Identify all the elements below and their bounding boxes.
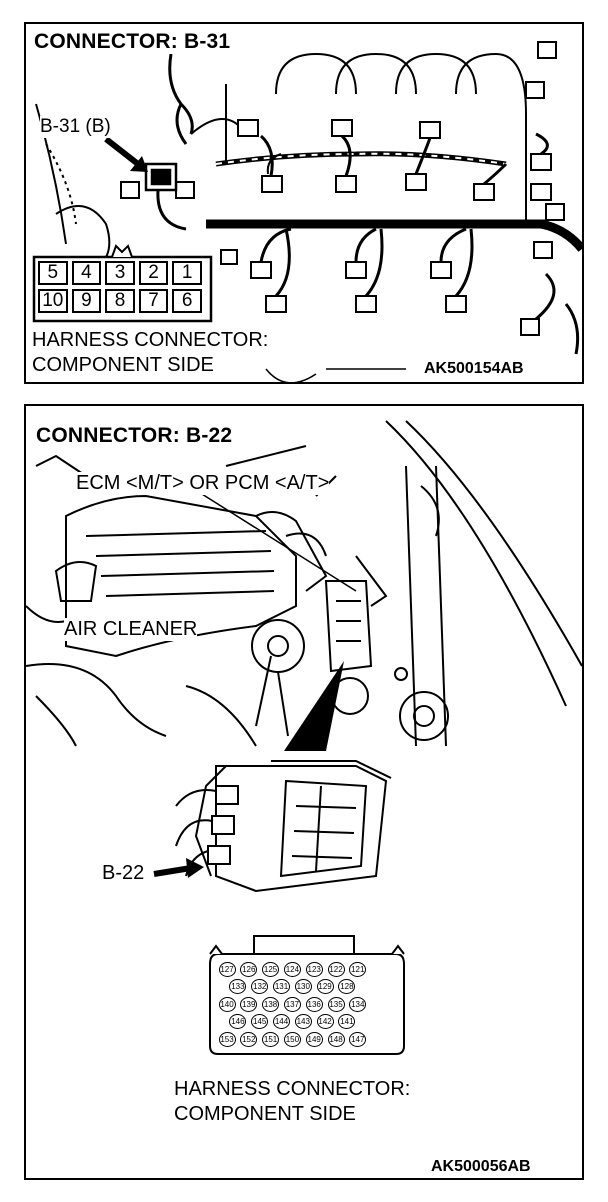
pin-cell: 137 [283,996,301,1012]
pin-cell: 133 [229,979,247,994]
pin-cell: 128 [338,979,356,994]
pin-cell: 153 [218,1031,236,1047]
pin-cell: 150 [283,1031,301,1047]
pin-cell: 3 [105,261,135,285]
pin-cell: 148 [327,1031,345,1047]
pin-cell: 9 [71,289,102,313]
air-cleaner-label: AIR CLEANER [64,618,198,641]
figure-code: AK500056AB [431,1158,531,1176]
pin-cell: 124 [283,961,301,977]
pin-cell: 136 [305,996,323,1012]
connector-callout-b31: B-31 (B) [40,116,111,138]
caption-line1: HARNESS CONNECTOR: [32,329,269,352]
figure-code: AK500154AB [424,360,524,378]
pin-cell: 144 [273,1014,290,1029]
pin-cell: 127 [218,961,236,977]
pin-cell: 146 [229,1014,247,1029]
caption-line1: HARNESS CONNECTOR: [174,1078,411,1101]
connector-b22-panel: CONNECTOR: B-22 ECM <M/T> OR PCM <A/T> A… [24,404,584,1180]
panel-title: CONNECTOR: B-31 [34,30,231,54]
pin-cell: 138 [262,996,280,1012]
pin-cell: 1 [172,261,202,285]
pin-cell: 134 [349,996,367,1012]
pin-cell: 151 [262,1031,280,1047]
pin-cell: 139 [240,996,258,1012]
pin-cell: 145 [251,1014,269,1029]
pin-cell: 121 [349,961,367,977]
pin-cell: 143 [294,1014,312,1029]
pin-cell: 4 [71,261,102,285]
caption-line2: COMPONENT SIDE [32,354,214,377]
pin-cell: 142 [316,1014,334,1029]
pin-cell: 141 [338,1014,356,1029]
pin-cell: 5 [38,261,68,285]
pin-cell: 140 [218,996,236,1012]
connector-callout-b22: B-22 [102,862,145,885]
pin-cell: 2 [138,261,169,285]
pin-cell: 135 [327,996,345,1012]
pin-cell: 131 [273,979,290,994]
pin-cell: 6 [172,289,202,313]
caption-line2: COMPONENT SIDE [174,1103,356,1126]
panel-title: CONNECTOR: B-22 [36,424,233,448]
pin-cell: 147 [349,1031,367,1047]
pin-cell: 122 [327,961,345,977]
pin-cell: 149 [305,1031,323,1047]
pin-cell: 129 [316,979,334,994]
pin-cell: 152 [240,1031,258,1047]
pin-cell: 123 [305,961,323,977]
pin-cell: 126 [240,961,258,977]
pin-cell: 130 [294,979,312,994]
pin-cell: 10 [38,289,68,313]
pin-cell: 132 [251,979,269,994]
pin-cell: 125 [262,961,280,977]
pin-cell: 7 [138,289,169,313]
ecm-pcm-label: ECM <M/T> OR PCM <A/T> [76,472,330,495]
pin-cell: 8 [105,289,135,313]
engine-bay-illustration [26,420,582,1055]
